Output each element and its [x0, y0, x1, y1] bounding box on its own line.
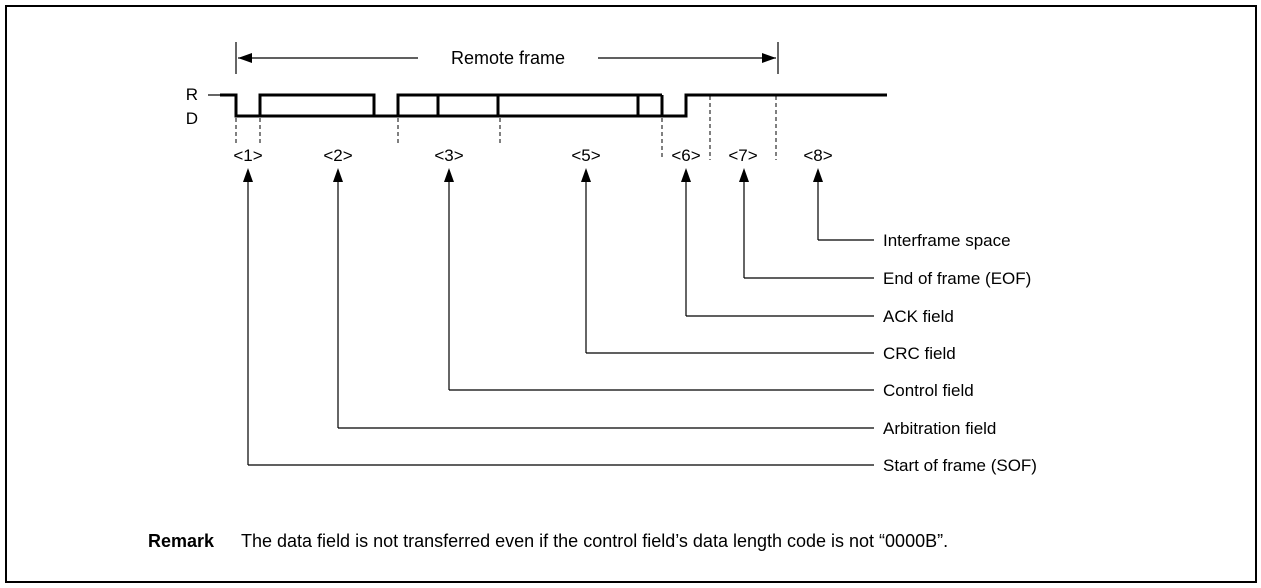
segment-label-3: <3> [434, 146, 463, 165]
remark-text: The data field is not transferred even i… [241, 531, 948, 551]
field-label-control: Control field [883, 381, 974, 400]
leader-eof-arrowhead [739, 168, 749, 182]
title-left-arrowhead [238, 53, 252, 63]
field-label-ack: ACK field [883, 307, 954, 326]
waveform-trace [220, 93, 438, 118]
segment-label-5: <5> [571, 146, 600, 165]
title-span: Remote frame [235, 42, 779, 74]
segment-labels: <1> <2> <3> <5> <6> <7> <8> [233, 146, 832, 165]
leader-arbitration-arrowhead [333, 168, 343, 182]
waveform [220, 93, 887, 118]
segment-label-8: <8> [803, 146, 832, 165]
field-label-eof: End of frame (EOF) [883, 269, 1031, 288]
leader-ack-arrowhead [681, 168, 691, 182]
field-label-interframe-space: Interframe space [883, 231, 1011, 250]
leader-control-arrowhead [444, 168, 454, 182]
title-right-arrowhead [762, 53, 776, 63]
segment-label-1: <1> [233, 146, 262, 165]
diagram-title: Remote frame [451, 48, 565, 68]
level-label-dominant: D [186, 109, 198, 128]
remark-tag: Remark [148, 531, 215, 551]
leader-lines [243, 168, 874, 466]
remark: Remark The data field is not transferred… [148, 531, 948, 551]
leader-interframe-arrowhead [813, 168, 823, 182]
field-label-sof: Start of frame (SOF) [883, 456, 1037, 475]
leader-crc-arrowhead [581, 168, 591, 182]
level-label-recessive: R [186, 85, 198, 104]
segment-label-6: <6> [671, 146, 700, 165]
field-label-arbitration: Arbitration field [883, 419, 996, 438]
segment-label-7: <7> [728, 146, 757, 165]
leader-sof-arrowhead [243, 168, 253, 182]
field-labels: Interframe space End of frame (EOF) ACK … [883, 231, 1037, 475]
segment-label-2: <2> [323, 146, 352, 165]
waveform-control-crc [396, 93, 662, 118]
segment-boundaries [235, 96, 777, 160]
waveform-ack [660, 93, 887, 118]
field-label-crc: CRC field [883, 344, 956, 363]
figure-border [5, 5, 1257, 583]
